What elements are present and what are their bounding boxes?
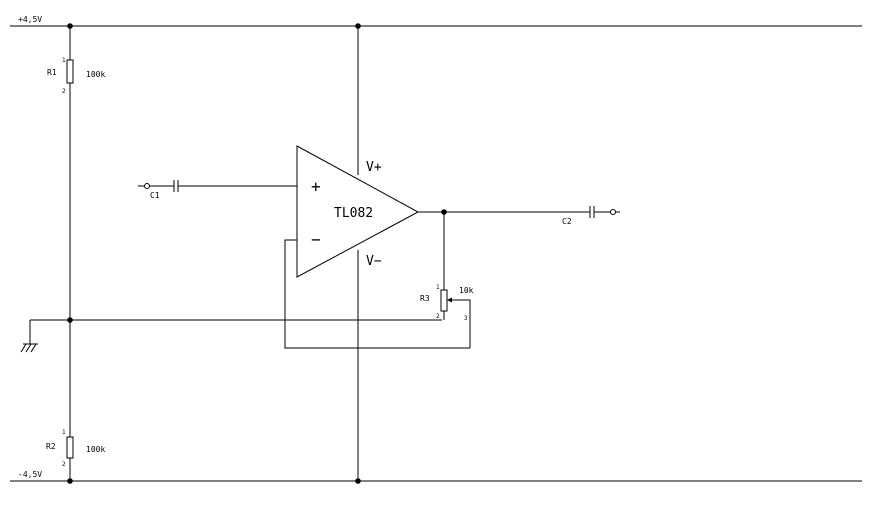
r1-value-label: 100k: [86, 70, 105, 79]
junction-dot: [67, 478, 73, 484]
negative-rail-label: -4,5V: [18, 470, 42, 479]
c1-ref-label: C1: [150, 191, 160, 200]
r2-value-label: 100k: [86, 445, 105, 454]
opamp-vplus-label: V+: [366, 160, 382, 175]
resistor-r2: [66, 436, 74, 459]
r3-value-label: 10k: [459, 286, 474, 295]
opamp-tl082: [296, 145, 420, 278]
resistor-r1: [66, 59, 74, 84]
r3-pin-1: 1: [436, 284, 440, 291]
positive-rail-label: +4,5V: [18, 15, 42, 24]
junction-dot: [67, 23, 73, 29]
r3-wiper-wire: [449, 299, 471, 348]
junction-dot: [441, 209, 447, 215]
opamp-vminus-label: V−: [366, 254, 382, 269]
junction-dot: [67, 317, 73, 323]
potentiometer-r3: [440, 289, 448, 312]
opamp-part-label: TL082: [334, 206, 373, 221]
r2-pin-2: 2: [62, 461, 66, 468]
r2-pin-1: 1: [62, 429, 66, 436]
r1-pin-2: 2: [62, 88, 66, 95]
r3-pin-2: 2: [436, 313, 440, 320]
r1-pin-1: 1: [62, 57, 66, 64]
r1-ref-label: R1: [47, 68, 57, 77]
r3-ref-label: R3: [420, 294, 430, 303]
r3-pin-3: 3: [464, 315, 468, 322]
junction-dot: [355, 478, 361, 484]
r3-wiper-arrow-icon: [447, 297, 452, 303]
ground-symbol-icon: [20, 343, 38, 353]
r2-ref-label: R2: [46, 442, 56, 451]
c2-ref-label: C2: [562, 217, 572, 226]
feedback-wire: [284, 239, 470, 349]
opamp-minus-sign: −: [311, 230, 321, 249]
opamp-plus-sign: +: [311, 177, 321, 196]
output-terminal: [610, 209, 616, 215]
input-terminal: [144, 183, 150, 189]
junction-dot: [355, 23, 361, 29]
